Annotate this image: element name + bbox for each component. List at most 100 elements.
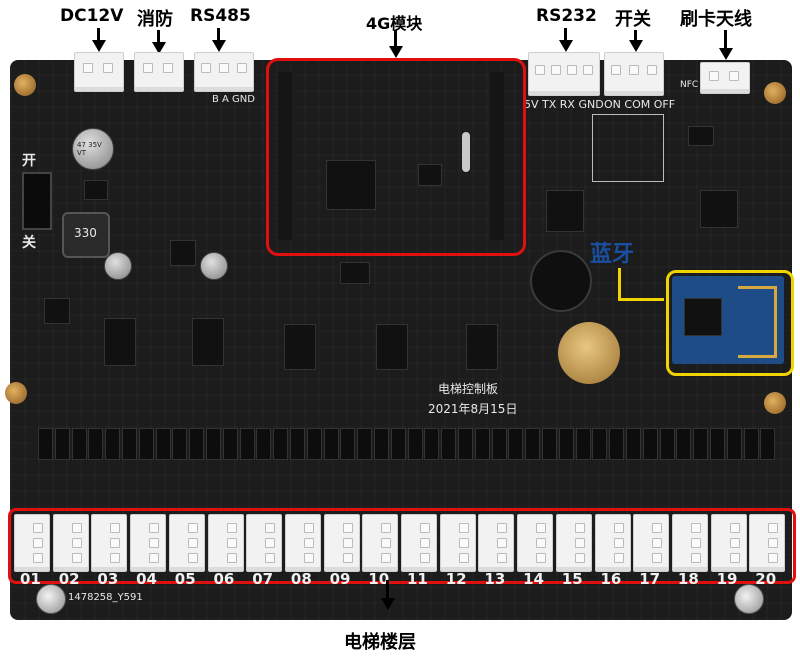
optocoupler <box>88 428 104 460</box>
floor-connector <box>401 514 437 572</box>
floor-number: 14 <box>523 570 544 588</box>
floor-number: 06 <box>213 570 235 588</box>
silk-cap-rating: 47 35V VT <box>77 141 102 157</box>
bluetooth-module <box>672 276 784 364</box>
4g-header-right <box>490 72 504 240</box>
arrow-rs485 <box>212 40 226 52</box>
silk-power-off: 关 <box>22 235 36 251</box>
optocoupler <box>575 428 591 460</box>
optocoupler <box>626 428 641 460</box>
bluetooth-highlight <box>666 270 794 376</box>
ic-driver-5 <box>463 324 501 370</box>
optocoupler <box>508 428 524 460</box>
board-name: 电梯控制板 <box>438 382 499 396</box>
coin-cell-battery <box>558 322 620 384</box>
connector-rs232 <box>528 52 600 96</box>
optocoupler <box>357 428 373 460</box>
crystal <box>462 132 470 172</box>
optocoupler <box>155 428 171 460</box>
floor-connector <box>671 514 708 572</box>
optocoupler <box>659 428 675 460</box>
ic-driver-4 <box>373 324 411 370</box>
label-rs485: RS485 <box>190 6 251 26</box>
optocoupler <box>323 428 339 460</box>
regulator-1 <box>81 180 111 200</box>
floor-number: 02 <box>58 570 80 588</box>
capacitor-2 <box>200 252 228 280</box>
optocoupler <box>172 428 188 460</box>
floor-number: 13 <box>484 570 506 588</box>
board-date: 2021年8月15日 <box>428 402 518 416</box>
arrow-stem-4g <box>394 30 397 48</box>
label-4g-module: 4G模块 <box>366 14 423 33</box>
floor-connector <box>710 514 747 572</box>
floors-highlight <box>8 508 796 584</box>
bluetooth-antenna-trace <box>738 286 777 358</box>
floor-connector <box>130 514 167 572</box>
floor-connector <box>594 514 631 572</box>
relay-outline <box>592 114 664 182</box>
floor-number: 07 <box>252 570 274 588</box>
optocoupler <box>424 428 440 460</box>
optocoupler <box>54 428 70 460</box>
floor-number: 05 <box>174 570 196 588</box>
optocoupler <box>290 428 305 460</box>
floor-number: 10 <box>368 570 390 588</box>
optocoupler <box>38 428 53 460</box>
optocoupler <box>726 428 742 460</box>
floor-number: 04 <box>136 570 157 588</box>
arrow-stem-antenna <box>724 30 727 50</box>
optocoupler-row <box>38 428 778 462</box>
optocoupler <box>642 428 658 460</box>
label-fire: 消防 <box>137 9 173 30</box>
optocoupler <box>592 428 608 460</box>
floor-connector <box>323 514 360 572</box>
optocoupler <box>138 428 154 460</box>
arrow-floors <box>381 598 395 610</box>
nfc-chip <box>697 190 741 228</box>
ic-driver-2 <box>189 318 227 366</box>
arrow-stem-dc12v <box>97 28 100 42</box>
optocoupler <box>676 428 692 460</box>
connector-fire <box>134 52 184 92</box>
4g-chip-u12 <box>415 164 445 186</box>
arrow-stem-rs485 <box>217 28 220 42</box>
serial-code: 1478258_Y591 <box>68 592 143 603</box>
standoff-top-right <box>764 82 786 104</box>
optocoupler <box>474 428 490 460</box>
floor-number: 18 <box>677 570 699 588</box>
label-dc12v: DC12V <box>60 6 124 26</box>
4g-header-left <box>278 72 292 240</box>
label-bluetooth: 蓝牙 <box>590 241 635 267</box>
floor-connector <box>362 514 399 572</box>
floor-number: 17 <box>639 570 661 588</box>
arrow-stem-fire <box>157 30 160 44</box>
label-switch: 开关 <box>615 9 651 30</box>
optocoupler <box>374 428 389 460</box>
arrow-4g <box>389 46 403 58</box>
label-floors: 电梯楼层 <box>344 632 416 653</box>
floor-number: 20 <box>755 570 777 588</box>
floor-connector <box>284 514 321 572</box>
floor-number: 01 <box>20 570 41 588</box>
arrow-fire <box>152 42 166 54</box>
chip-u81 <box>685 126 717 146</box>
optocoupler <box>710 428 725 460</box>
ic-u93 <box>337 262 373 284</box>
capacitor-large: 47 35V VT <box>72 128 114 170</box>
connector-card-antenna <box>700 62 750 94</box>
optocoupler <box>542 428 557 460</box>
connector-dc12v <box>74 52 124 92</box>
floor-connector <box>478 514 515 572</box>
buzzer <box>530 250 592 312</box>
optocoupler <box>256 428 272 460</box>
floor-number: 08 <box>290 570 312 588</box>
floor-connector <box>14 514 50 572</box>
ic-driver-1 <box>101 318 139 366</box>
optocoupler <box>340 428 356 460</box>
silk-power-on: 开 <box>22 153 36 169</box>
optocoupler <box>693 428 709 460</box>
optocoupler <box>239 428 255 460</box>
floor-connector <box>633 514 670 572</box>
connector-switch <box>604 52 664 96</box>
